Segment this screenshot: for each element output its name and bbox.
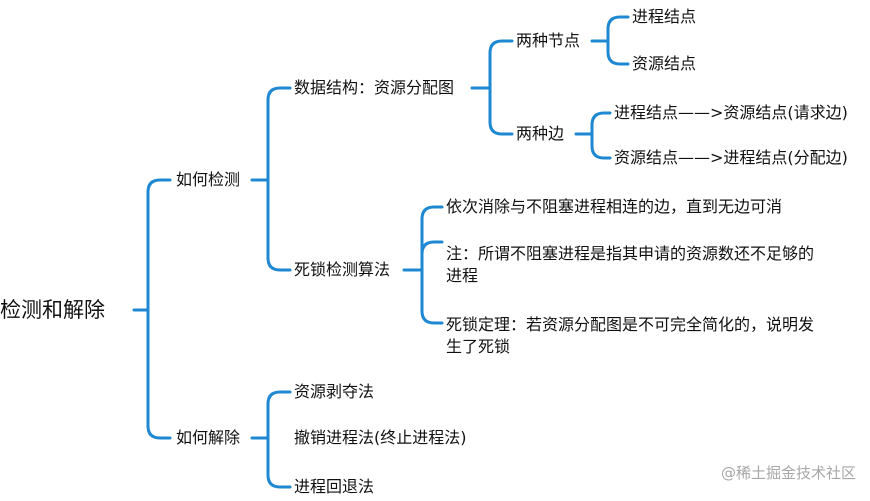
process-node-item: 进程结点 bbox=[632, 7, 697, 26]
connector-nodes bbox=[590, 15, 630, 66]
connector-release bbox=[250, 390, 292, 489]
connector-algorithm bbox=[402, 205, 444, 325]
assign-edge-item: 资源结点——>进程结点(分配边) bbox=[614, 148, 848, 167]
connector-edges bbox=[574, 111, 612, 160]
algorithm-node: 死锁检测算法 bbox=[294, 260, 391, 279]
two-nodes-node: 两种节点 bbox=[516, 31, 581, 50]
release-node: 如何解除 bbox=[176, 428, 241, 447]
data-structure-node: 数据结构：资源分配图 bbox=[294, 78, 455, 97]
resource-preemption-item: 资源剥夺法 bbox=[294, 382, 375, 401]
watermark: @稀土掘金技术社区 bbox=[720, 464, 856, 482]
deadlock-theorem-item: 死锁定理：若资源分配图是不可完全简化的，说明发生了死锁 bbox=[446, 315, 815, 356]
request-edge-item: 进程结点——>资源结点(请求边) bbox=[614, 103, 848, 122]
resource-node-item: 资源结点 bbox=[632, 54, 697, 73]
kill-process-item: 撤销进程法(终止进程法) bbox=[294, 428, 467, 447]
two-edges-node: 两种边 bbox=[516, 124, 565, 143]
connector-datastruct bbox=[470, 39, 514, 136]
algorithm-note-item: 注：所谓不阻塞进程是指其申请的资源数还不足够的进程 bbox=[446, 244, 815, 285]
process-rollback-item: 进程回退法 bbox=[294, 477, 375, 496]
detect-node: 如何检测 bbox=[176, 170, 241, 189]
root-node: 检测和解除 bbox=[0, 298, 105, 322]
connector-detect bbox=[250, 86, 292, 272]
connector-root bbox=[132, 178, 172, 440]
algorithm-step-item: 依次消除与不阻塞进程相连的边，直到无边可消 bbox=[446, 197, 783, 216]
